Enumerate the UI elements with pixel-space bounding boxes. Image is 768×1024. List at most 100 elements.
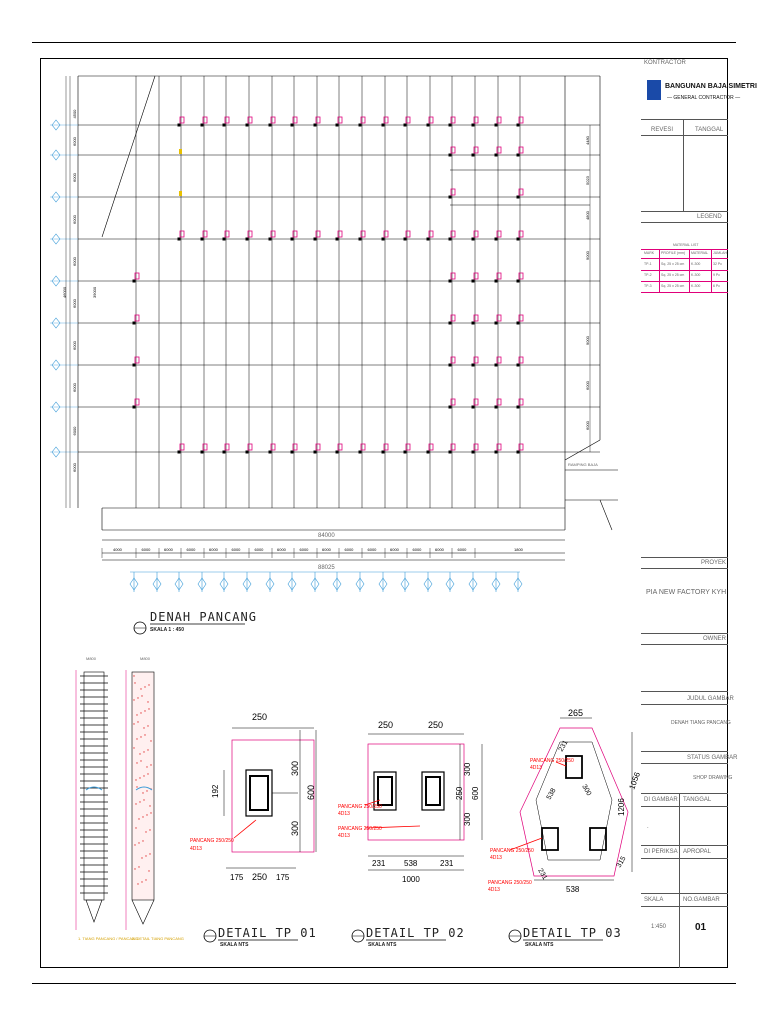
- pile-right-4-0-node: [448, 363, 452, 367]
- pile-elev-dot: [135, 779, 137, 781]
- tp03-pile-c: [589, 827, 607, 851]
- pile-elev-dot: [149, 829, 151, 831]
- pile-row0-5: [247, 116, 253, 124]
- pile-right-3-1: [473, 314, 479, 322]
- pile-elev-dot: [148, 870, 150, 872]
- tp03-cap: [519, 727, 629, 877]
- pile-right-4-1-node: [471, 363, 475, 367]
- pile-row2-5: [247, 443, 253, 451]
- pile-row2-13: [428, 443, 434, 451]
- pile-elev-dot: [150, 812, 152, 814]
- row-dim-3: 6000: [72, 214, 77, 224]
- pile-row1-8-node: [313, 237, 317, 241]
- pile-right-1-3-node: [516, 195, 520, 199]
- pile-elev-dot: [143, 775, 145, 777]
- pile-row1-2: [179, 230, 185, 238]
- pile-row0-4-node: [222, 123, 226, 127]
- pile-elev-dot: [135, 827, 137, 829]
- legend-row3-mark: TP-3: [644, 284, 652, 288]
- row-dim-10: 2975: [76, 0, 86, 1]
- tp02-dim-538: 538: [404, 859, 418, 868]
- pile-row2-2-node: [177, 450, 181, 454]
- tp02-pile-a: [373, 771, 397, 811]
- bottom-marker-6: [265, 577, 275, 591]
- pile-row0-17: [518, 116, 524, 124]
- ramp-tail: [599, 499, 613, 531]
- tp02-pile-a-inner: [377, 776, 393, 806]
- pile-row1-16-node: [494, 237, 498, 241]
- pile-row0-9: [337, 116, 343, 124]
- digambar-label: DI GAMBAR: [644, 797, 678, 803]
- detail-tp01-scale: SKALA NTS: [220, 942, 249, 948]
- tp01-dim-175b: 175: [276, 873, 290, 882]
- pile-elev-dot: [140, 736, 142, 738]
- pile-elev-dot: [134, 868, 136, 870]
- pile-right-0-2-node: [494, 153, 498, 157]
- legend-label: LEGEND: [697, 214, 722, 220]
- tp02-note-1: PANCANG 250/250: [338, 804, 382, 810]
- pile-row0-11: [383, 116, 389, 124]
- pile-elev-dot: [144, 734, 146, 736]
- pile-left-2-node: [132, 363, 136, 367]
- bay-width-13: 6000: [413, 547, 423, 552]
- tp02-leader-2: [364, 825, 421, 829]
- digambar-value: .: [647, 824, 649, 830]
- pile-left-1: [134, 314, 140, 322]
- pile-elev-dot: [134, 682, 136, 684]
- bottom-marker-8: [310, 577, 320, 591]
- pile-row2-10-node: [358, 450, 362, 454]
- pile-right-4-0: [450, 356, 456, 364]
- pile-row1-16: [496, 230, 502, 238]
- pile-row2-15-node: [471, 450, 475, 454]
- pile-right-1-0: [450, 188, 456, 196]
- no-gambar-value: 01: [695, 922, 707, 933]
- pile-row2-12: [405, 443, 411, 451]
- bay-width-9: 6000: [322, 547, 332, 552]
- pile-elev-dot: [150, 764, 152, 766]
- pile-elev-dot: [146, 766, 148, 768]
- bay-width-16: 1800: [514, 547, 524, 552]
- row-dim-1: 6000: [72, 136, 77, 146]
- pile-elev-dot: [139, 801, 141, 803]
- pile-row0-9-node: [335, 123, 339, 127]
- pile-right-3-0: [450, 314, 456, 322]
- pile-right-0-2: [496, 146, 502, 154]
- pile-elev-dot: [133, 675, 135, 677]
- pile-yellow-0: [179, 149, 182, 154]
- pile-row2-3-node: [200, 450, 204, 454]
- pile-elev-left-body: [83, 671, 105, 901]
- pile-row1-8: [315, 230, 321, 238]
- pile-left-1-node: [132, 321, 136, 325]
- tp01-pile-inner: [249, 775, 269, 811]
- pile-right-top: M800: [140, 656, 151, 661]
- pile-elev-dot: [133, 723, 135, 725]
- pile-left-3-node: [132, 405, 136, 409]
- pile-right-5-0: [450, 398, 456, 406]
- pile-right-4-3-node: [516, 363, 520, 367]
- pile-row1-15-node: [471, 237, 475, 241]
- pile-elev-right-body: [131, 671, 155, 901]
- pile-row2-2: [179, 443, 185, 451]
- pile-row1-7: [292, 230, 298, 238]
- tp01-dim-175a: 175: [230, 873, 244, 882]
- owner-label: OWNER: [703, 636, 726, 642]
- pile-right-5-1-node: [471, 405, 475, 409]
- title-block: KONTRACTOR BANGUNAN BAJA SIMETRI — GENER…: [641, 58, 757, 968]
- legend-row3-material: K-300: [691, 284, 701, 288]
- pile-elev-dot: [150, 740, 152, 742]
- bottom-marker-4: [219, 577, 229, 591]
- pile-row0-7-node: [290, 123, 294, 127]
- row-dim-2: 6000: [72, 172, 77, 182]
- bay-width-3: 6000: [187, 547, 197, 552]
- pile-elev-dot: [146, 790, 148, 792]
- right-dim-3: 9000: [585, 250, 590, 260]
- tp03-pile-a: [565, 755, 583, 779]
- bay-width-2: 6000: [164, 547, 174, 552]
- owner-cell: OWNER: [641, 634, 728, 692]
- pile-row2-6-node: [268, 450, 272, 454]
- pile-row0-14: [450, 116, 456, 124]
- tp01-cap: [231, 739, 315, 853]
- pile-elev-dot: [144, 710, 146, 712]
- legend-header-mark: MARK: [644, 251, 655, 255]
